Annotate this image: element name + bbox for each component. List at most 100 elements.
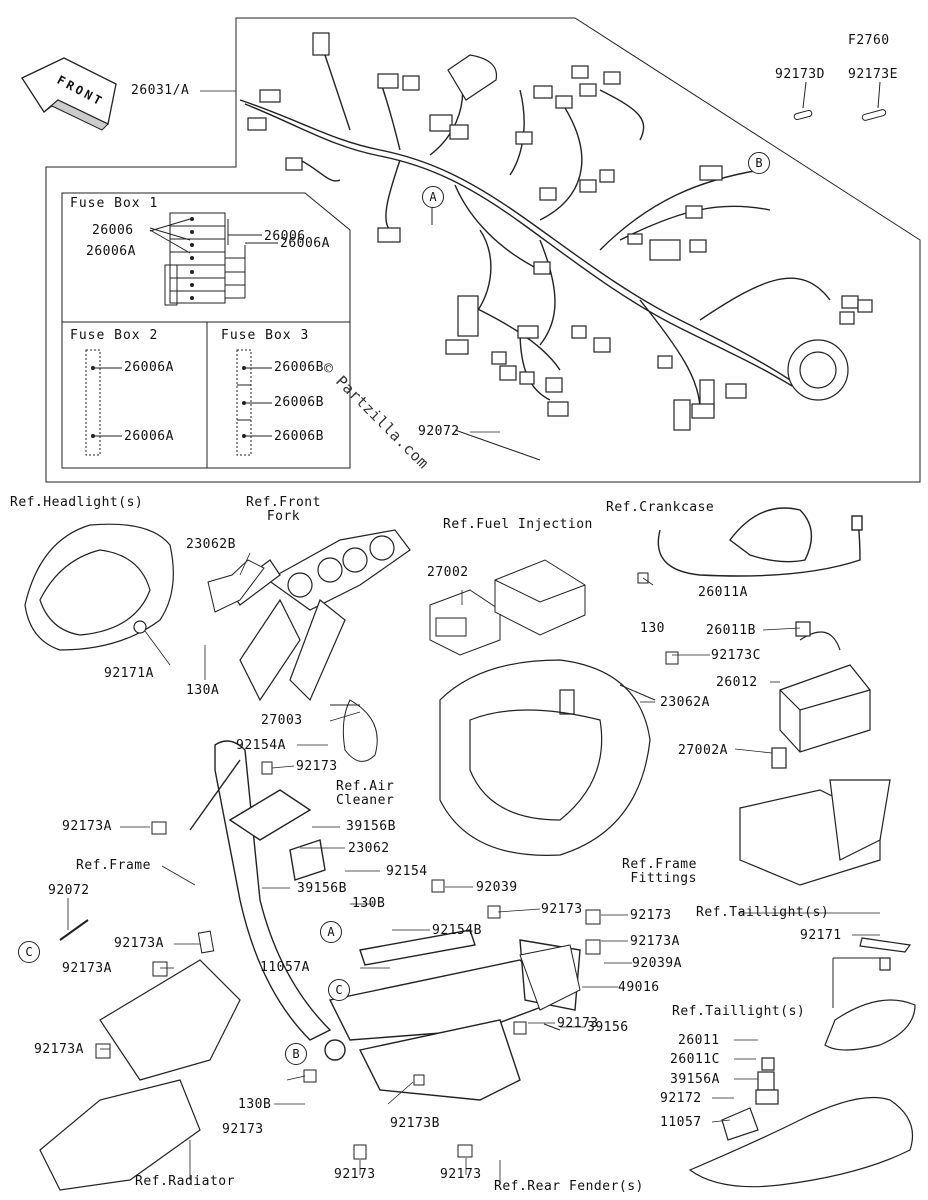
part-label[interactable]: 92072 [418,424,460,439]
part-label[interactable]: 92173 [222,1122,264,1137]
figure-id: F2760 [848,33,890,48]
part-label[interactable]: 92173 [541,902,583,917]
ref-frame[interactable]: Ref.Frame [76,858,151,873]
part-label[interactable]: 11057A [260,960,310,975]
part-label[interactable]: 130A [186,683,220,698]
part-label[interactable]: 39156B [297,881,347,896]
front-fork-drawing [229,529,411,702]
fuse-label[interactable]: 26006B [274,395,324,410]
part-label[interactable]: 92173A [62,819,112,834]
part-label[interactable]: 92173E [848,67,898,82]
callout-a[interactable]: A [320,921,342,943]
ref-rear-fender[interactable]: Ref.Rear Fender(s) [494,1179,644,1194]
callout-c[interactable]: C [328,979,350,1001]
part-label[interactable]: 92173C [711,648,761,663]
radiator-shroud-drawing [39,959,241,1191]
part-label[interactable]: 26011A [698,585,748,600]
ref-crankcase[interactable]: Ref.Crankcase [606,500,715,515]
part-label[interactable]: 26011B [706,623,756,638]
part-label[interactable]: 39156A [670,1072,720,1087]
fuse-label[interactable]: 26006A [280,236,330,251]
part-label[interactable]: 92173D [775,67,825,82]
fuse-box-1-drawing [149,212,278,306]
part-label[interactable]: 27003 [261,713,303,728]
ref-taillight-2[interactable]: Ref.Taillight(s) [672,1004,806,1019]
part-label[interactable]: 92154B [432,923,482,938]
part-label[interactable]: 39156B [346,819,396,834]
part-92173e-drawing [861,109,887,121]
part-label[interactable]: 39156 [587,1020,629,1035]
part-label[interactable]: 92154 [386,864,428,879]
fuse-label[interactable]: 26006 [264,229,306,244]
ref-fuel-injection[interactable]: Ref.Fuel Injection [443,517,593,532]
fuse-label[interactable]: 26006 [92,223,134,238]
fuse-panel [61,192,351,469]
part-label[interactable]: 92039 [476,880,518,895]
fuse-label[interactable]: 26006A [124,360,174,375]
part-label[interactable]: 130B [352,896,386,911]
part-label[interactable]: 92173B [390,1116,440,1131]
headlight-drawing [24,523,174,651]
horn-drawing [330,699,378,762]
crankcase-cable-drawing [657,507,863,577]
harness-frame [45,17,921,483]
shield-49016-drawing [519,944,581,1011]
part-label[interactable]: 26011C [670,1052,720,1067]
part-label[interactable]: 92173 [296,759,338,774]
part-label[interactable]: 27002A [678,743,728,758]
front-arrow-icon [21,57,117,131]
harness-connectors [247,32,873,431]
leader-lines [67,90,880,1185]
part-label[interactable]: 92173A [114,936,164,951]
part-label[interactable]: 92173A [630,934,680,949]
callout-b[interactable]: B [748,152,770,174]
ref-taillight-1[interactable]: Ref.Taillight(s) [696,905,830,920]
fuse-label[interactable]: 26006A [124,429,174,444]
fuse-box-3-drawing [236,349,272,456]
part-label[interactable]: 92039A [632,956,682,971]
part-label[interactable]: 23062B [186,537,236,552]
part-92173d-drawing [793,109,813,121]
fuse-label[interactable]: 26006B [274,429,324,444]
part-label[interactable]: 27002 [427,565,469,580]
fuse-box-3-title: Fuse Box 3 [221,328,310,343]
part-label[interactable]: 26012 [716,675,758,690]
air-cleaner-drawing [439,659,651,856]
part-label[interactable]: 26011 [678,1033,720,1048]
part-label[interactable]: 92173A [62,961,112,976]
part-label[interactable]: 92173A [34,1042,84,1057]
battery-drawing [779,621,871,753]
ecu-27002-drawing [429,589,501,656]
ref-frame-fittings[interactable]: Ref.Frame Fittings [622,857,697,886]
part-label[interactable]: 92171A [104,666,154,681]
part-label[interactable]: 92173 [557,1016,599,1031]
ref-radiator[interactable]: Ref.Radiator [135,1174,235,1189]
part-label[interactable]: 23062A [660,695,710,710]
fuse-box-2-title: Fuse Box 2 [70,328,159,343]
part-label[interactable]: 11057 [660,1115,702,1130]
part-label[interactable]: 92171 [800,928,842,943]
callout-b[interactable]: B [285,1043,307,1065]
part-label[interactable]: 92072 [48,883,90,898]
part-label[interactable]: 130B [238,1097,272,1112]
part-label[interactable]: 92173 [334,1167,376,1182]
ref-air-cleaner[interactable]: Ref.Air Cleaner [336,779,395,808]
callout-c[interactable]: C [18,941,40,963]
part-label[interactable]: 130 [640,621,665,636]
bracket-23062b-drawing [207,559,265,613]
ref-headlight[interactable]: Ref.Headlight(s) [10,495,144,510]
part-label[interactable]: 92172 [660,1091,702,1106]
fuse-label[interactable]: 26006B [274,360,324,375]
part-label[interactable]: 23062 [348,841,390,856]
part-label[interactable]: 92173 [630,908,672,923]
part-label[interactable]: 26031/A [131,83,190,98]
rear-fender-drawing [688,1057,914,1188]
part-label[interactable]: 92154A [236,738,286,753]
part-label[interactable]: 92173 [440,1167,482,1182]
callout-a[interactable]: A [422,186,444,208]
part-label[interactable]: 49016 [618,980,660,995]
fuse-label[interactable]: 26006A [86,244,136,259]
fuse-box-1-title: Fuse Box 1 [70,196,159,211]
ref-front-fork[interactable]: Ref.Front Fork [246,495,321,524]
